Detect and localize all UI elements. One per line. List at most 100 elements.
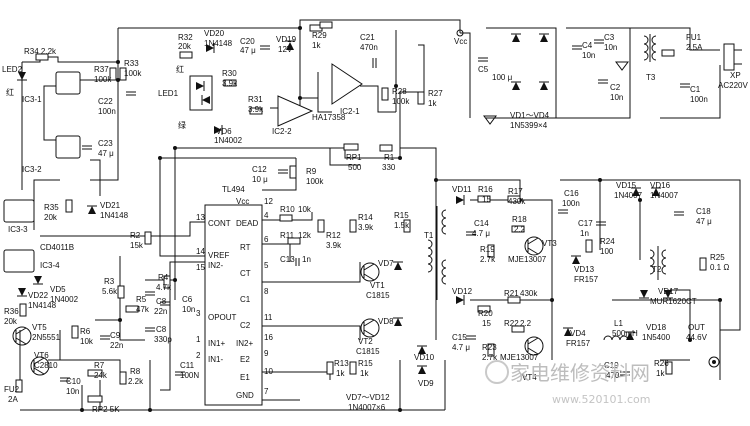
pin-in1p: IN1+: [208, 339, 225, 348]
label-r37: R37: [94, 65, 109, 74]
resistor-r3: [117, 285, 125, 299]
capacitor-c15: [466, 335, 476, 340]
opamp-ic2-1: [331, 63, 363, 105]
resistor-r18: [511, 225, 525, 233]
capacitor-c12: [278, 169, 288, 174]
label-vd4: VD4: [570, 329, 586, 338]
label-r2: R2: [130, 231, 141, 240]
watermark-logo-icon: [485, 360, 509, 384]
ground-symbol-2: [615, 61, 629, 71]
capacitor-c8b: [145, 327, 155, 332]
label-r10v: 10k: [298, 205, 312, 214]
label-vt5v: 2N5551: [32, 333, 61, 342]
label-c17v: 1n: [580, 229, 589, 238]
resistor-r36: [19, 303, 27, 317]
label-xp: XP: [730, 71, 741, 80]
label-c1: C1: [690, 85, 701, 94]
label-r32v: 20k: [178, 42, 192, 51]
pin-c2: C2: [240, 321, 251, 330]
label-vd18v: 1N5400: [642, 333, 671, 342]
transformer-t1: [427, 206, 447, 300]
label-c5: C5: [478, 65, 489, 74]
label-vcc: Vcc: [454, 37, 467, 46]
label-t1: T1: [424, 231, 434, 240]
label-r17: R17: [508, 187, 523, 196]
label-c8: C8: [156, 297, 167, 306]
label-vd16: VD16: [650, 181, 671, 190]
label-r16v: 15: [482, 195, 491, 204]
diode-vd17: [639, 290, 673, 299]
potentiometer-rp1: [343, 143, 359, 151]
diode-vd4: [563, 327, 573, 336]
label-r19: R19: [480, 245, 495, 254]
label-c9: C9: [110, 331, 121, 340]
label-vd17: VD17: [658, 287, 679, 296]
label-fu2v: 2A: [8, 395, 18, 404]
label-vd7: VD7: [378, 259, 394, 268]
label-c4v: 10n: [582, 51, 595, 60]
bicolor-led-led1: [189, 75, 213, 111]
nand-gate-ic3-2: [55, 135, 81, 159]
label-r2v: 15k: [130, 241, 144, 250]
label-r12v: 3.9k: [326, 241, 342, 250]
label-t2: T2: [652, 265, 662, 274]
resistor-r7: [87, 369, 103, 377]
label-r23: R23: [482, 343, 497, 352]
pin-num-3: 3: [196, 309, 201, 318]
label-rp1: RP1: [346, 153, 362, 162]
label-l1: L1: [614, 319, 623, 328]
transistor-vt1: [360, 262, 380, 282]
capacitor-c4: [572, 45, 582, 50]
label-ic2-2: IC2-2: [272, 127, 292, 136]
label-c23: C23: [98, 139, 113, 148]
label-vt3v: MJE13007: [508, 255, 547, 264]
label-vd5v: 1N4002: [50, 295, 79, 304]
label-r6: R6: [80, 327, 91, 336]
label-r4: R4: [158, 273, 169, 282]
label-r24: R24: [600, 237, 615, 246]
label-r12: R12: [326, 231, 341, 240]
transistor-vt6: [30, 356, 50, 376]
capacitor-c19: [620, 371, 630, 376]
label-ic2-1: IC2-1: [340, 107, 360, 116]
vcc-terminal: [456, 29, 464, 37]
label-c11v: 100N: [180, 371, 199, 380]
label-c19v: 470: [606, 371, 620, 380]
resistor-r29b: [319, 21, 333, 29]
label-cd4011: CD4011B: [40, 243, 74, 252]
transistor-vt4: [524, 336, 544, 356]
pin-num-11: 11: [264, 313, 273, 322]
label-led2: LED2: [2, 65, 23, 74]
label-r6v: 10k: [80, 337, 94, 346]
resistor-r4: [163, 275, 171, 289]
label-vd1-4: VD1～VD4: [510, 111, 550, 120]
label-vt5: VT5: [32, 323, 47, 332]
capacitor-c1: [680, 83, 690, 88]
label-r11v: 12k: [298, 231, 312, 240]
nand-gate-ic3-3: [3, 199, 35, 223]
resistor-r15: [403, 219, 411, 233]
resistor-r2: [144, 231, 152, 245]
label-c10v: 10n: [66, 387, 79, 396]
diode-vd11: [456, 195, 465, 205]
diode-vd10: [417, 345, 427, 354]
resistor-r37: [109, 67, 117, 81]
label-r17v: 430k: [508, 197, 526, 206]
diodes: [17, 33, 673, 374]
pin-num-10: 10: [264, 367, 273, 376]
label-vd22: VD22: [28, 291, 49, 300]
label-r15b: R15: [358, 359, 373, 368]
resistor-r15b: [349, 361, 357, 375]
pin-opout: OPOUT: [208, 313, 237, 322]
label-r30: R30: [222, 69, 237, 78]
label-c12v: 10 μ: [252, 175, 268, 184]
label-c8b: C8: [156, 325, 167, 334]
label-r9: R9: [306, 167, 317, 176]
resistor-r24: [585, 239, 593, 253]
label-c15: C15: [452, 333, 467, 342]
capacitor-c8: [145, 291, 155, 296]
label-c11: C11: [180, 361, 195, 370]
nand-gate-ic3-4: [3, 249, 35, 273]
pin-in1m: IN1-: [208, 355, 223, 364]
